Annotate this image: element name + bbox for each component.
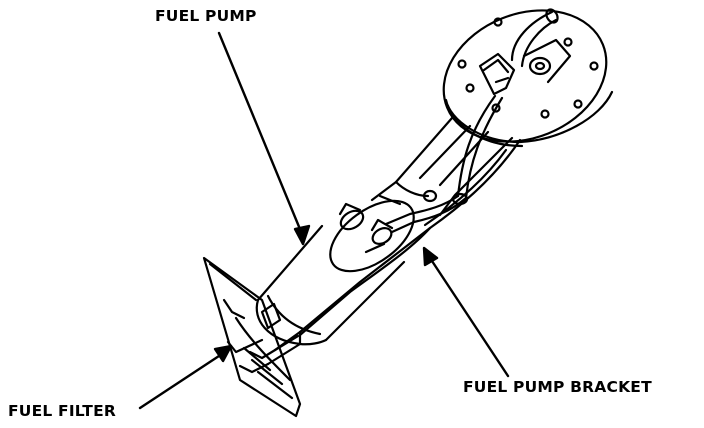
- fuel-pump-bracket-label: FUEL PUMP BRACKET: [463, 378, 652, 396]
- fuel-filter-leader-line: [138, 352, 224, 410]
- fuel-pump-label: FUEL PUMP: [155, 7, 257, 25]
- wiring-harness: [378, 94, 504, 234]
- fuel-pump-flange: [442, 8, 614, 148]
- fuel-pump-arrowhead: [293, 224, 311, 246]
- fuel-filter: [202, 256, 302, 418]
- fuel-pump-leader-line: [217, 31, 304, 236]
- fuel-filter-arrowhead: [213, 344, 233, 363]
- fuel-pump-bracket-arrowhead: [422, 246, 439, 267]
- fuel-filter-label: FUEL FILTER: [8, 402, 116, 420]
- callout-leader-lines: [138, 31, 510, 410]
- fuel-pump-bracket-leader-line: [428, 256, 510, 378]
- fuel-pump: [255, 199, 415, 346]
